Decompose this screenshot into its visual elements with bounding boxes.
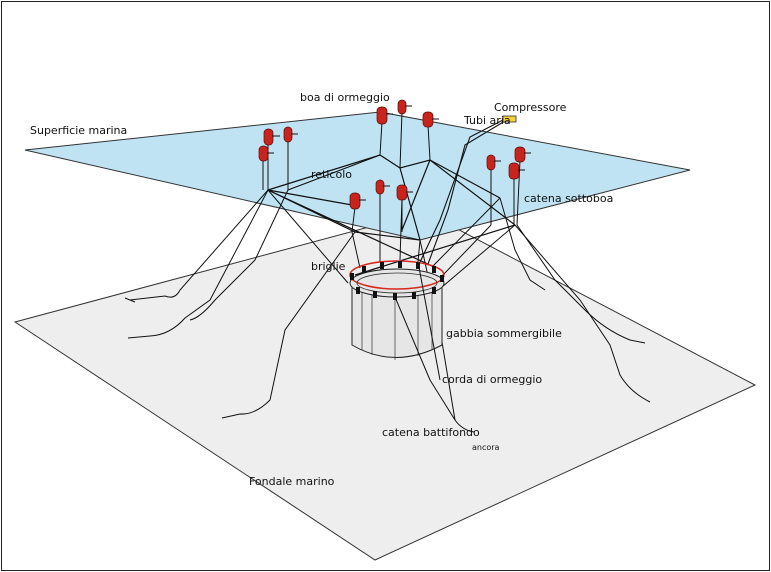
air-hoses [419, 118, 506, 265]
label-fondale-marino: Fondale marino [249, 475, 335, 488]
label-boa-di-ormeggio: boa di ormeggio [300, 91, 390, 104]
buoy [263, 128, 274, 146]
label-compressore: Compressore [494, 101, 567, 114]
label-briglie: briglie [311, 260, 346, 273]
buoy [397, 99, 407, 115]
compressor [502, 115, 517, 123]
label-tubi-aria: Tubi aria [463, 114, 511, 127]
buoy [283, 126, 293, 143]
label-corda-di-ormeggio: corda di ormeggio [442, 373, 542, 386]
bridle-ropes [267, 189, 516, 288]
label-ancora: ancora [472, 443, 500, 452]
cage-anchor-ropes [394, 261, 456, 421]
label-catena-sottoboa: catena sottoboa [524, 192, 613, 205]
buoy [349, 192, 361, 210]
buoy [422, 111, 434, 128]
seabed-plane [13, 211, 757, 561]
label-reticolo: reticolo [311, 168, 352, 181]
buoy [508, 162, 520, 180]
mooring-buoys [258, 99, 526, 210]
label-gabbia-sommergibile: gabbia sommergibile [446, 327, 562, 340]
buoy [375, 179, 385, 195]
buoy [396, 184, 408, 201]
buoy [486, 154, 496, 171]
buoy [514, 146, 526, 163]
buoy-bars [267, 105, 531, 201]
sea-surface-plane [24, 111, 691, 241]
buoy [258, 145, 269, 162]
buoy [376, 106, 388, 125]
submersible-cage [349, 260, 445, 360]
mooring-ropes [124, 189, 651, 433]
label-catena-battifondo: catena battifondo [382, 426, 480, 439]
label-superficie-marina: Superficie marina [30, 124, 127, 137]
